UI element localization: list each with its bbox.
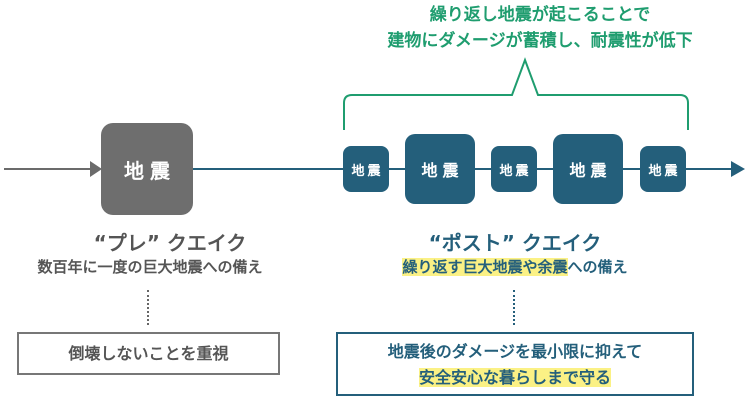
post-quake-subtitle: 繰り返す巨大地震や余震への備え [330,256,700,277]
bracket-icon [343,57,689,130]
post-focus-line-2: 安全安心な暮らしまで守る [418,368,611,387]
post-focus-line-1: 地震後のダメージを最小限に抑えて [387,342,643,361]
post-focus-box: 地震後のダメージを最小限に抑えて 安全安心な暮らしまで守る [336,332,694,396]
timeline-pre-line [4,168,94,170]
annotation-line-1: 繰り返し地震が起こることで [429,5,651,25]
post-earthquake-label: 地震 [351,163,384,179]
post-connector [513,290,515,325]
annotation-text: 繰り返し地震が起こることで 建物にダメージが蓄積し、耐震性が低下 [330,2,750,54]
post-earthquake-label: 地震 [648,163,681,179]
post-earthquake-label: 地震 [421,161,464,180]
post-earthquake-node-1: 地震 [343,146,389,192]
annotation-line-2: 建物にダメージが蓄積し、耐震性が低下 [387,31,693,51]
post-earthquake-node-4: 地震 [553,134,623,204]
post-arrowhead-icon [731,161,745,177]
post-subtitle-highlight: 繰り返す巨大地震や余震 [402,258,568,276]
pre-quake-subtitle: 数百年に一度の巨大地震への備え [37,258,263,276]
post-subtitle-rest: への備え [567,258,628,276]
pre-arrowhead-icon [90,161,102,177]
pre-earthquake-node: 地震 [101,123,193,215]
post-earthquake-label: 地震 [499,163,532,179]
post-earthquake-node-3: 地震 [491,146,537,192]
pre-focus-text: 倒壊しないことを重視 [68,344,229,363]
pre-quake-title: “プレ” クエイク [93,231,247,255]
post-earthquake-node-5: 地震 [640,146,686,192]
pre-earthquake-label: 地震 [124,158,176,183]
pre-connector [147,290,149,325]
post-earthquake-label: 地震 [569,161,612,180]
post-earthquake-node-2: 地震 [405,134,475,204]
pre-focus-box: 倒壊しないことを重視 [17,332,280,375]
post-quake-title: “ポスト” クエイク [428,231,602,255]
